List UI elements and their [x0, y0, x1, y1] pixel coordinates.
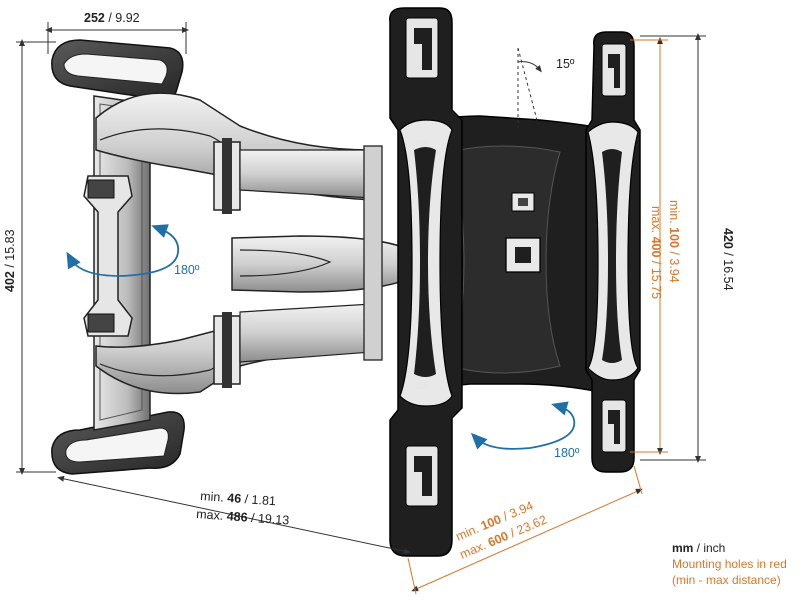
left-height-label: 402 / 15.83	[3, 229, 17, 292]
swivel-plate-angle-label: 180º	[554, 446, 580, 460]
tv-plate	[389, 7, 641, 557]
swivel-plate-arrow-icon	[470, 401, 576, 450]
legend-line-2: (min - max distance)	[672, 573, 781, 587]
right-height-label: 420 / 16.54	[721, 228, 735, 291]
vesa-lines	[407, 37, 668, 595]
lower-arm	[95, 303, 373, 395]
extension-max-label: max. 486 / 19.13	[196, 507, 290, 527]
legend-units: mm / inch	[672, 541, 726, 555]
legend-block: mm / inch Mounting holes in red (min - m…	[672, 540, 787, 588]
rotation-arrows	[66, 224, 576, 450]
vesa-vertical-min-label: min. 100 / 3.94	[667, 200, 681, 283]
extension-min-label: min. 46 / 1.81	[200, 489, 277, 508]
legend-line-1: Mounting holes in red	[672, 557, 787, 571]
swivel-arm-arrow-icon	[66, 224, 180, 277]
swivel-arm-angle-label: 180º	[174, 263, 200, 277]
dimension-lines	[16, 22, 706, 555]
top-width-label: 252 / 9.92	[84, 11, 140, 25]
tilt-angle-label: 15º	[556, 57, 575, 71]
center-arm	[231, 145, 411, 361]
upper-arm	[95, 92, 373, 214]
vesa-vertical-max-label: max. 400 / 15.75	[649, 206, 663, 299]
